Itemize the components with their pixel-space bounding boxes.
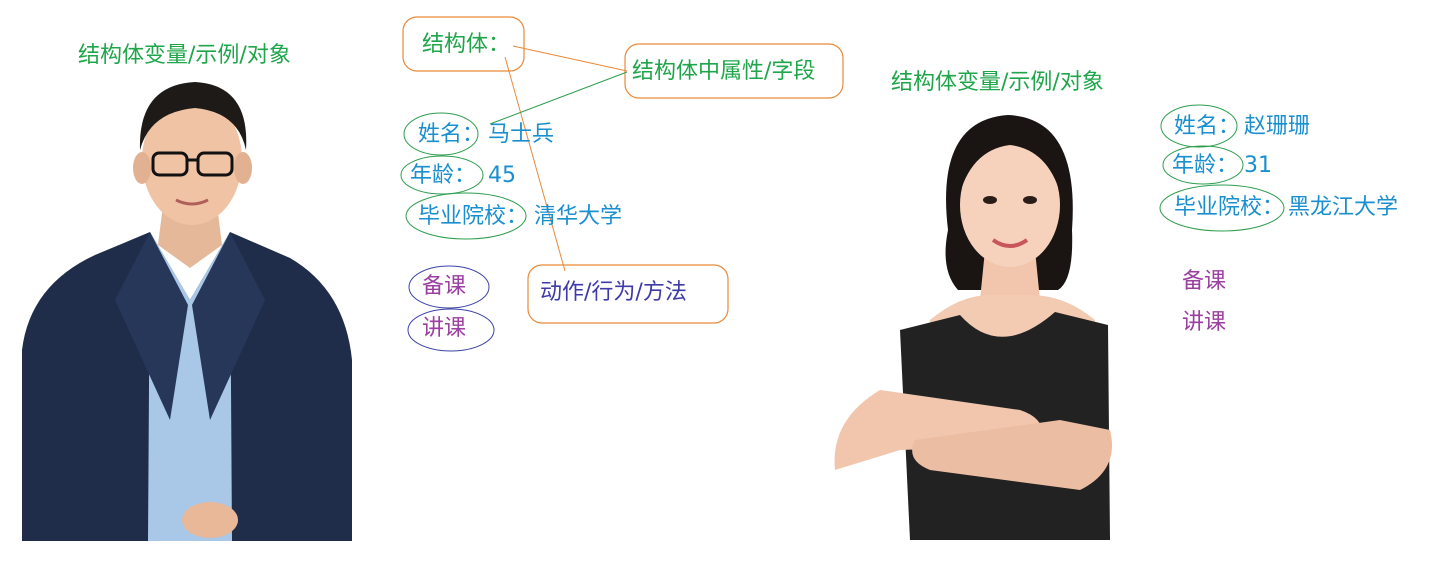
left-school-label: 毕业院校： (418, 204, 529, 229)
right-name-ellipse (1160, 104, 1238, 148)
right-object-title: 结构体变量/示例/对象 (891, 70, 1104, 95)
left-method-prep: 备课 (422, 274, 467, 299)
right-age-label: 年龄： (1172, 153, 1239, 178)
right-name-value: 赵珊珊 (1244, 114, 1311, 139)
right-name-label: 姓名： (1174, 114, 1241, 139)
left-age-ellipse (400, 155, 484, 195)
woman-portrait-photo (834, 115, 1112, 540)
struct-title: 结构体： (422, 32, 511, 57)
left-teach-ellipse (407, 308, 495, 352)
left-school-ellipse (405, 192, 527, 240)
left-name-ellipse (403, 112, 479, 156)
left-object-title: 结构体变量/示例/对象 (78, 43, 291, 68)
left-name-value: 马士兵 (488, 122, 555, 147)
struct-to-attr-line (512, 45, 628, 72)
left-prep-ellipse (408, 265, 490, 309)
attr-note: 结构体中属性/字段 (632, 59, 816, 84)
right-age-ellipse (1162, 145, 1244, 185)
struct-to-method-line (504, 56, 566, 272)
left-method-teach: 讲课 (422, 316, 467, 341)
right-school-value: 黑龙江大学 (1288, 195, 1399, 220)
man-portrait-photo (22, 82, 352, 541)
left-age-value: 45 (488, 163, 516, 188)
struct-box (402, 16, 525, 72)
attr-to-field-line (489, 71, 628, 125)
method-note-box (527, 264, 729, 324)
right-method-prep: 备课 (1182, 269, 1227, 294)
left-age-label: 年龄： (410, 163, 477, 188)
left-school-value: 清华大学 (534, 204, 623, 229)
right-method-teach: 讲课 (1182, 310, 1227, 335)
right-school-ellipse (1159, 184, 1285, 232)
right-school-label: 毕业院校： (1174, 195, 1285, 220)
method-note: 动作/行为/方法 (540, 280, 687, 305)
left-name-label: 姓名： (418, 122, 485, 147)
right-age-value: 31 (1244, 153, 1272, 178)
